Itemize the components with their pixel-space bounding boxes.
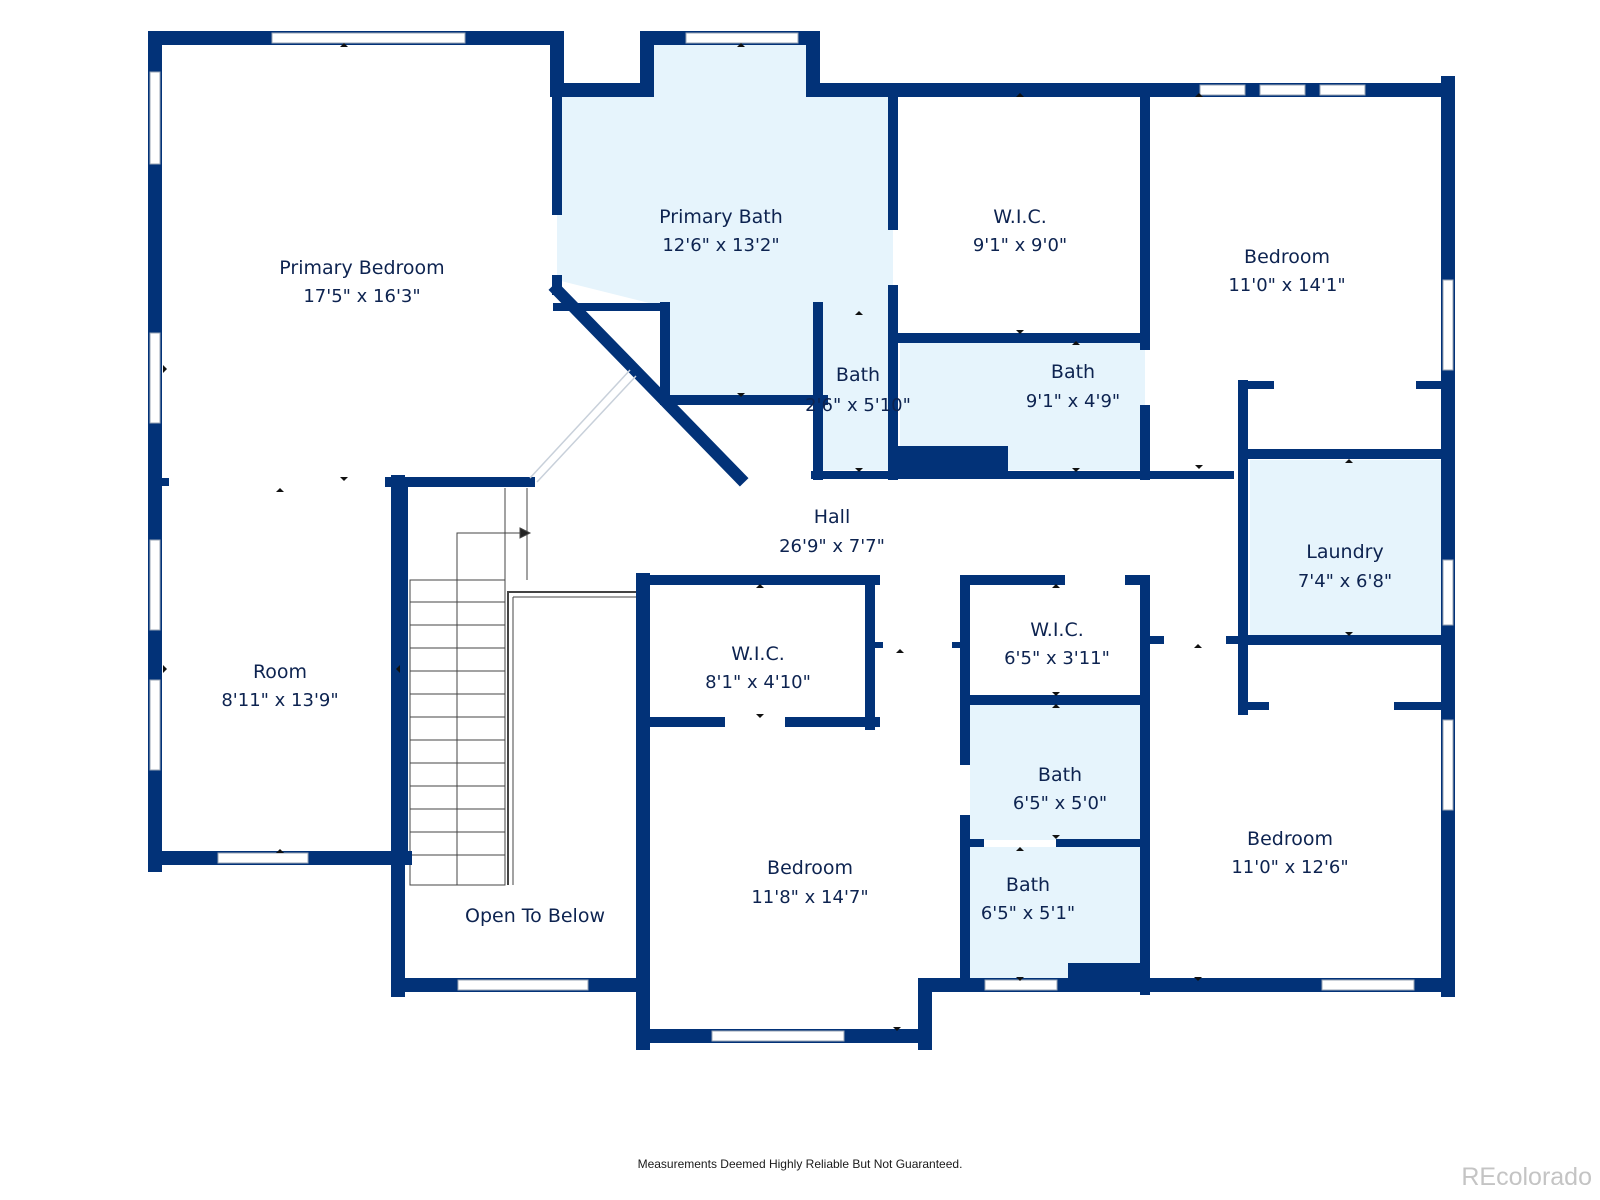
laundry-name: Laundry	[1306, 541, 1383, 563]
bath-2-dim: 9'1" x 4'9"	[1026, 391, 1120, 412]
bath-small-name: Bath	[836, 364, 880, 386]
primary-bath-dim: 12'6" x 13'2"	[662, 235, 779, 256]
open-to-below-label: Open To Below	[465, 905, 605, 927]
wic-3-dim: 6'5" x 3'11"	[1004, 648, 1110, 669]
hall-name: Hall	[814, 506, 851, 528]
bath-2-name: Bath	[1051, 361, 1095, 383]
bedroom-se-dim: 11'0" x 12'6"	[1231, 857, 1348, 878]
bedroom-ne-dim: 11'0" x 14'1"	[1228, 275, 1345, 296]
bath-4-fill	[970, 847, 1145, 980]
staircase	[409, 488, 640, 886]
wic-1-name: W.I.C.	[993, 206, 1047, 228]
primary-bath-name: Primary Bath	[659, 206, 783, 228]
bath-4-name: Bath	[1006, 874, 1050, 896]
windows	[149, 32, 1454, 1042]
bath-3-dim: 6'5" x 5'0"	[1013, 793, 1107, 814]
room-labels: Primary Bedroom 17'5" x 16'3" Primary Ba…	[221, 206, 1392, 927]
wic-2-dim: 8'1" x 4'10"	[705, 672, 811, 693]
bedroom-s-dim: 11'8" x 14'7"	[751, 887, 868, 908]
room-dim: 8'11" x 13'9"	[221, 690, 338, 711]
wic-3-name: W.I.C.	[1030, 619, 1084, 641]
hall-dim: 26'9" x 7'7"	[779, 536, 885, 557]
walls	[148, 31, 1455, 1050]
bath-small-fill	[823, 307, 893, 470]
dimension-ticks	[163, 43, 1353, 1031]
room-name: Room	[253, 661, 307, 683]
bedroom-s-name: Bedroom	[767, 857, 853, 879]
bedroom-se-name: Bedroom	[1247, 828, 1333, 850]
disclaimer: Measurements Deemed Highly Reliable But …	[637, 1157, 963, 1171]
openings	[529, 369, 637, 483]
bath-4-dim: 6'5" x 5'1"	[981, 903, 1075, 924]
laundry-fill	[1250, 460, 1445, 637]
primary-bedroom-name: Primary Bedroom	[279, 257, 444, 279]
watermark-logo: REcolorado	[1461, 1163, 1592, 1191]
primary-bedroom-dim: 17'5" x 16'3"	[303, 286, 420, 307]
bath-3-fill	[970, 705, 1145, 840]
wic-2-name: W.I.C.	[731, 643, 785, 665]
bath-small-dim: 2'6" x 5'10"	[805, 395, 911, 416]
wic-1-dim: 9'1" x 9'0"	[973, 235, 1067, 256]
laundry-dim: 7'4" x 6'8"	[1298, 571, 1392, 592]
bedroom-ne-name: Bedroom	[1244, 246, 1330, 268]
bath-3-name: Bath	[1038, 764, 1082, 786]
primary-bath-fill	[557, 43, 893, 395]
